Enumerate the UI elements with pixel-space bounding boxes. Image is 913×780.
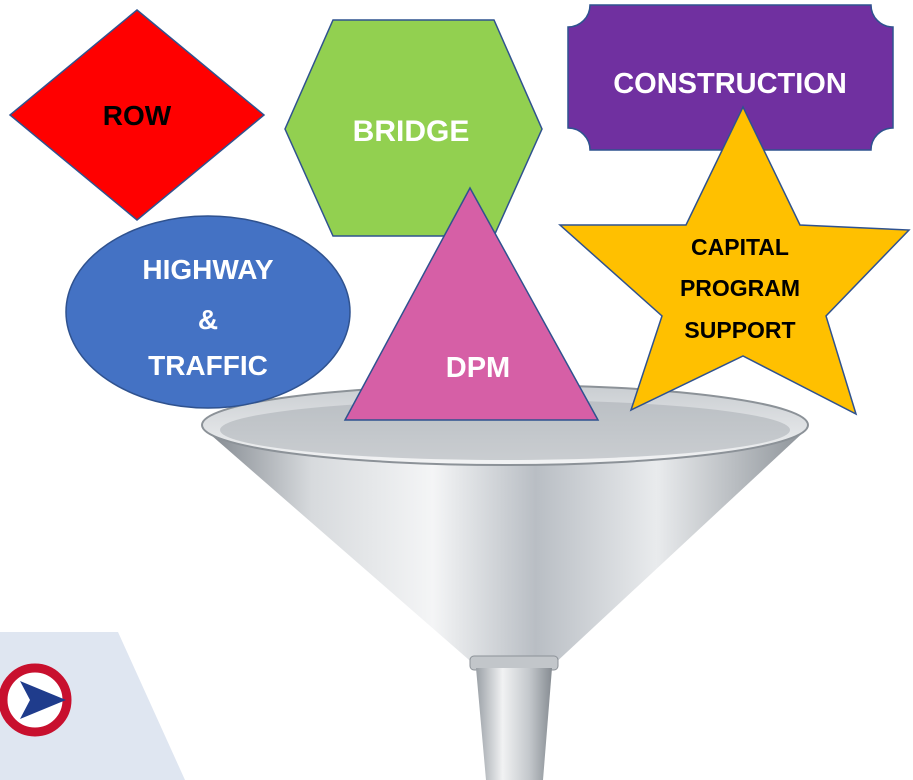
capital-label-line1: CAPITAL bbox=[691, 234, 789, 260]
dpm-triangle bbox=[343, 186, 600, 421]
njdot-logo bbox=[0, 663, 72, 737]
highway-traffic-ellipse bbox=[65, 215, 351, 409]
funnel-image bbox=[201, 384, 809, 780]
row-diamond bbox=[8, 9, 266, 221]
highway-label-line2: & bbox=[198, 304, 218, 335]
capital-label-line2: PROGRAM bbox=[680, 275, 800, 301]
capital-label-line3: SUPPORT bbox=[684, 317, 795, 343]
highway-label-line1: HIGHWAY bbox=[142, 254, 274, 285]
highway-label-line3: TRAFFIC bbox=[148, 350, 268, 381]
construction-label: CONSTRUCTION bbox=[613, 68, 847, 100]
construction-plaque bbox=[567, 4, 894, 151]
dpm-label: DPM bbox=[446, 352, 510, 384]
bridge-label: BRIDGE bbox=[353, 115, 470, 148]
row-label: ROW bbox=[103, 100, 172, 131]
capital-program-star bbox=[558, 105, 911, 416]
